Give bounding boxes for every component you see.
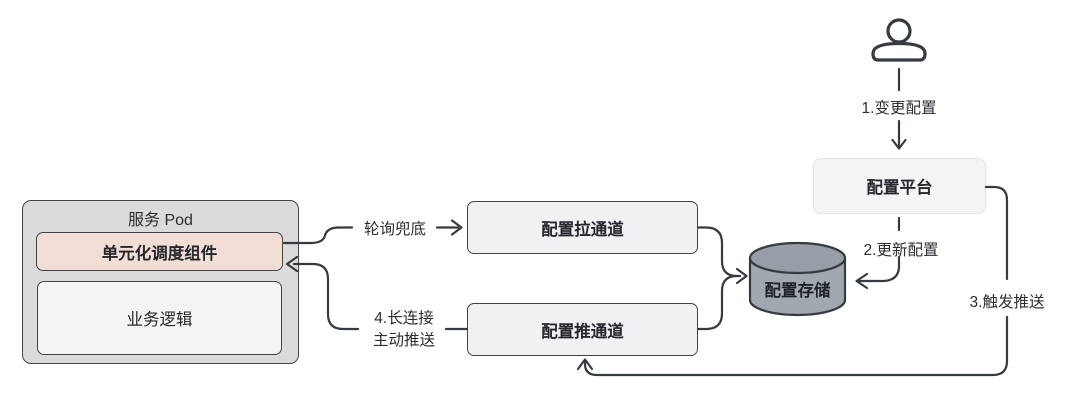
step1-label: 1.变更配置 bbox=[861, 100, 937, 117]
arrow-update-config bbox=[855, 255, 901, 290]
polling-label: 轮询兜底 bbox=[363, 221, 427, 238]
config-storage-label: 配置存储 bbox=[764, 282, 831, 300]
config-push-channel-label: 配置推通道 bbox=[541, 322, 624, 341]
step4-label: 4.长连接 主动推送 bbox=[373, 308, 435, 353]
service-pod-title: 服务 Pod bbox=[128, 212, 193, 229]
config-platform-label: 配置平台 bbox=[866, 179, 933, 197]
config-push-channel-box: 配置推通道 bbox=[467, 303, 698, 356]
arrow-polling-to-pull bbox=[435, 219, 463, 236]
business-logic-box: 业务逻辑 bbox=[37, 281, 282, 355]
arrow-change-config bbox=[891, 119, 907, 150]
step3-label: 3.触发推送 bbox=[969, 294, 1045, 311]
business-logic-label: 业务逻辑 bbox=[126, 311, 193, 329]
config-pull-channel-label: 配置拉通道 bbox=[541, 220, 624, 239]
step4-label-line1: 4.长连接 bbox=[374, 310, 434, 327]
unit-scheduler-label: 单元化调度组件 bbox=[101, 244, 218, 263]
config-pull-channel-box: 配置拉通道 bbox=[467, 201, 698, 254]
step4-label-line2: 主动推送 bbox=[372, 332, 436, 350]
person-icon bbox=[871, 18, 927, 62]
step2-label: 2.更新配置 bbox=[863, 242, 939, 259]
arrow-channels-to-storage bbox=[696, 226, 748, 331]
unit-scheduler-box: 单元化调度组件 bbox=[36, 232, 283, 271]
config-platform-box: 配置平台 bbox=[813, 158, 986, 214]
